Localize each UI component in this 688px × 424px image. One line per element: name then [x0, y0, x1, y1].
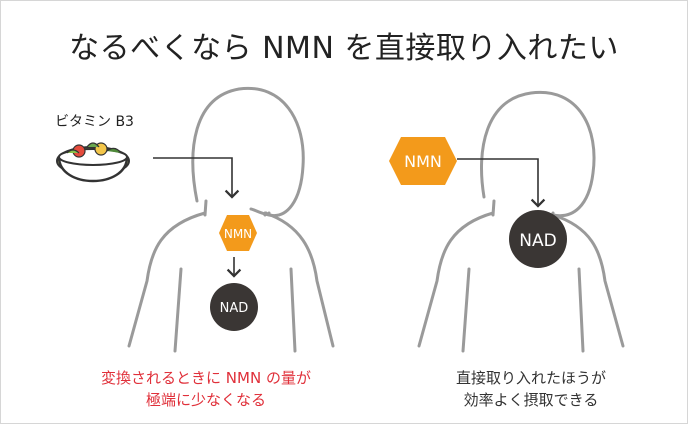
right-nad-label: NAD: [519, 231, 556, 251]
right-nmn-label: NMN: [404, 152, 442, 171]
right-nad-circle: [509, 210, 567, 268]
left-caption-line2: 極端に少なくなる: [145, 391, 266, 409]
salad-bowl-icon: [56, 142, 130, 183]
right-caption: 直接取り入れたほうが 効率よく摂取できる: [381, 367, 681, 411]
left-nad-circle: [210, 283, 258, 331]
left-arrow-to-nmn: [153, 157, 240, 199]
vitamin-b3-label: ビタミン B3: [55, 114, 134, 130]
page-title: なるべくなら NMN を直接取り入れたい: [69, 31, 619, 66]
right-arrow-to-nad: [457, 158, 546, 208]
left-person-outline: [127, 86, 335, 353]
left-nmn-hexagon: [219, 215, 257, 251]
right-nmn-hexagon: [389, 137, 457, 185]
right-caption-line1: 直接取り入れたほうが: [455, 369, 606, 387]
left-nmn-label: NMN: [224, 227, 252, 241]
left-caption-line1: 変換されるときに NMN の量が: [101, 369, 311, 387]
left-nad-label: NAD: [220, 301, 249, 316]
right-caption-line2: 効率よく摂取できる: [463, 391, 599, 409]
left-caption: 変換されるときに NMN の量が 極端に少なくなる: [31, 367, 381, 411]
